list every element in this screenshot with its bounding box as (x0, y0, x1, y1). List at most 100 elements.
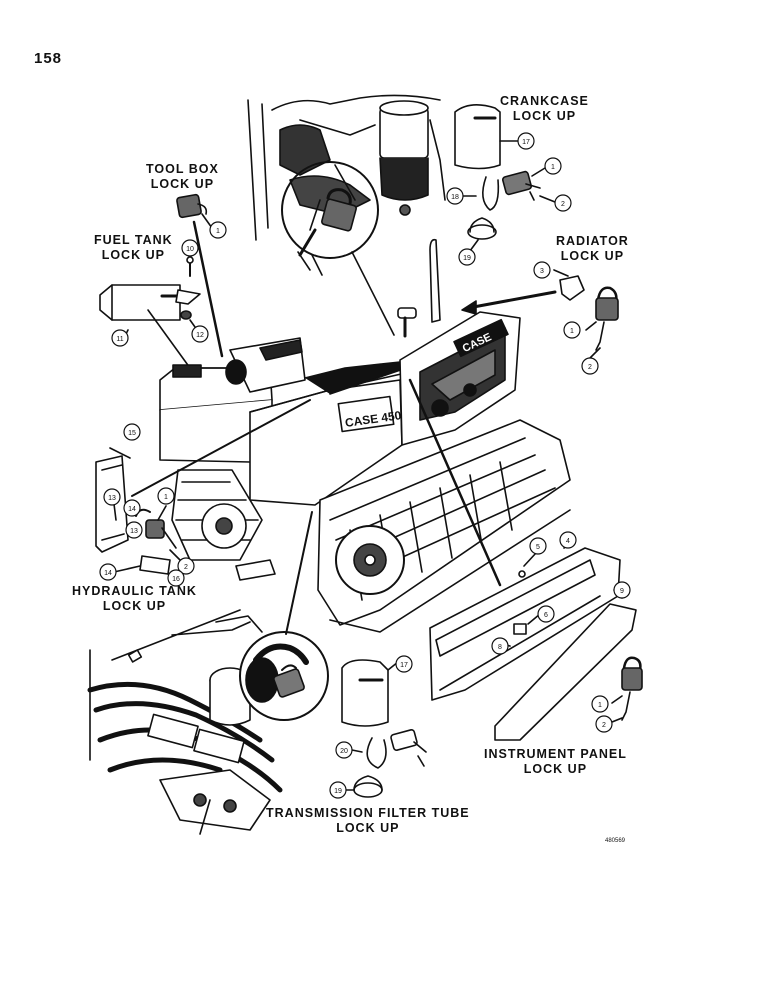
callout-marker: 1 (209, 221, 227, 239)
instrument-panel-label-line2: LOCK UP (523, 762, 588, 776)
callout-label: 14 (128, 506, 136, 513)
crankcase-label-line1: CRANKCASE (500, 94, 589, 108)
callout-label: 9 (620, 588, 624, 595)
callout-marker: 15 (123, 423, 141, 441)
callout-marker: 19 (458, 248, 476, 266)
callout-marker: 2 (581, 357, 599, 375)
crawler-tractor-body: CASE 450 CASE (159, 238, 571, 633)
page-number: 158 (34, 50, 63, 67)
radiator-label-line1: RADIATOR (556, 234, 629, 248)
fuel-tank-label: FUEL TANK LOCK UP (94, 233, 173, 263)
callout-marker: 2 (554, 194, 572, 212)
callout-marker: 6 (537, 605, 555, 623)
callout-marker: 14 (99, 563, 117, 581)
callout-marker: 20 (335, 741, 353, 759)
radiator-padlock-part (595, 286, 619, 351)
transmission-filter-tube-label: TRANSMISSION FILTER TUBE LOCK UP (266, 806, 470, 836)
callout-marker: 3 (533, 261, 551, 279)
fuel-tank-label-line1: FUEL TANK (94, 233, 173, 247)
instrument-panel-label: INSTRUMENT PANEL LOCK UP (484, 747, 627, 777)
callout-label: 2 (588, 364, 592, 371)
hydraulic-tank-label-line1: HYDRAULIC TANK (72, 584, 197, 598)
crankcase-clamp-part (467, 176, 500, 240)
callout-label: 4 (566, 538, 570, 545)
radiator-label: RADIATOR LOCK UP (556, 234, 629, 264)
instrument-panel-padlock-part (621, 656, 643, 721)
callout-marker: 19 (329, 781, 347, 799)
radiator-label-line2: LOCK UP (560, 249, 625, 263)
instrument-panel-label-line1: INSTRUMENT PANEL (484, 747, 627, 761)
reference-code: 480569 (605, 838, 626, 844)
callout-label: 1 (216, 228, 220, 235)
callout-label: 1 (570, 328, 574, 335)
callout-label: 3 (540, 268, 544, 275)
callout-label: 20 (340, 748, 348, 755)
callout-marker: 13 (103, 488, 121, 506)
callout-label: 2 (184, 564, 188, 571)
callout-label: 17 (522, 139, 530, 146)
callout-marker: 1 (157, 487, 175, 505)
callout-marker: 1 (591, 695, 609, 713)
crankcase-magnifier (281, 161, 379, 259)
instrument-panel-cover-part (494, 603, 637, 741)
callout-label: 2 (602, 722, 606, 729)
crankcase-cover-part (454, 104, 501, 170)
instrument-panel-part (429, 547, 621, 701)
callout-marker: 17 (395, 655, 413, 673)
transmission-padlock-illustration (245, 643, 309, 703)
transmission-cover-part (341, 659, 389, 727)
crankcase-label-line2: LOCK UP (512, 109, 577, 123)
callout-label: 13 (130, 528, 138, 535)
transmission-detail-illustration (87, 609, 283, 835)
hydraulic-tank-label: HYDRAULIC TANK LOCK UP (72, 584, 197, 614)
tool-box-label-line2: LOCK UP (150, 177, 215, 191)
callout-label: 12 (196, 332, 204, 339)
fuel-tank-cap-part (99, 284, 181, 321)
transmission-clamp-part (353, 729, 427, 798)
callout-marker: 1 (544, 157, 562, 175)
callout-label: 8 (498, 644, 502, 651)
crankcase-label: CRANKCASE LOCK UP (500, 94, 589, 124)
callout-marker: 4 (559, 531, 577, 549)
callout-label: 1 (598, 702, 602, 709)
crankcase-padlock-illustration (298, 188, 357, 257)
callout-label: 5 (536, 544, 540, 551)
callout-label: 19 (334, 788, 342, 795)
callout-marker: 13 (125, 521, 143, 539)
callout-marker: 11 (111, 329, 129, 347)
callout-marker: 1 (563, 321, 581, 339)
callout-label: 6 (544, 612, 548, 619)
callout-marker: 16 (167, 569, 185, 587)
callout-marker: 17 (517, 132, 535, 150)
hydraulic-tank-label-line2: LOCK UP (102, 599, 167, 613)
callout-label: 18 (451, 194, 459, 201)
crankcase-padlock-part (501, 170, 541, 201)
callout-label: 14 (104, 570, 112, 577)
callout-label: 1 (551, 164, 555, 171)
callout-marker: 9 (613, 581, 631, 599)
transmission-filter-tube-label-line2: LOCK UP (336, 821, 400, 835)
radiator-bracket-part (559, 275, 585, 301)
callout-label: 2 (561, 201, 565, 208)
callout-marker: 12 (191, 325, 209, 343)
callout-marker: 5 (529, 537, 547, 555)
callout-label: 1 (164, 494, 168, 501)
callout-label: 15 (128, 430, 136, 437)
callout-marker: 2 (177, 557, 195, 575)
fuel-tank-bracket-part (175, 256, 201, 320)
callout-label: 19 (463, 255, 471, 262)
callout-label: 17 (400, 662, 408, 669)
callout-label: 10 (186, 246, 194, 253)
callout-label: 13 (108, 495, 116, 502)
callout-marker: 18 (446, 187, 464, 205)
callout-marker: 10 (181, 239, 199, 257)
callout-marker: 14 (123, 499, 141, 517)
callout-marker: 2 (595, 715, 613, 733)
tool-box-label-line1: TOOL BOX (146, 162, 219, 176)
fuel-tank-label-line2: LOCK UP (101, 248, 165, 262)
tool-box-padlock-part (176, 193, 208, 219)
tool-box-label: TOOL BOX LOCK UP (146, 162, 219, 192)
callout-marker: 8 (491, 637, 509, 655)
transmission-filter-tube-label-line1: TRANSMISSION FILTER TUBE (266, 806, 470, 820)
